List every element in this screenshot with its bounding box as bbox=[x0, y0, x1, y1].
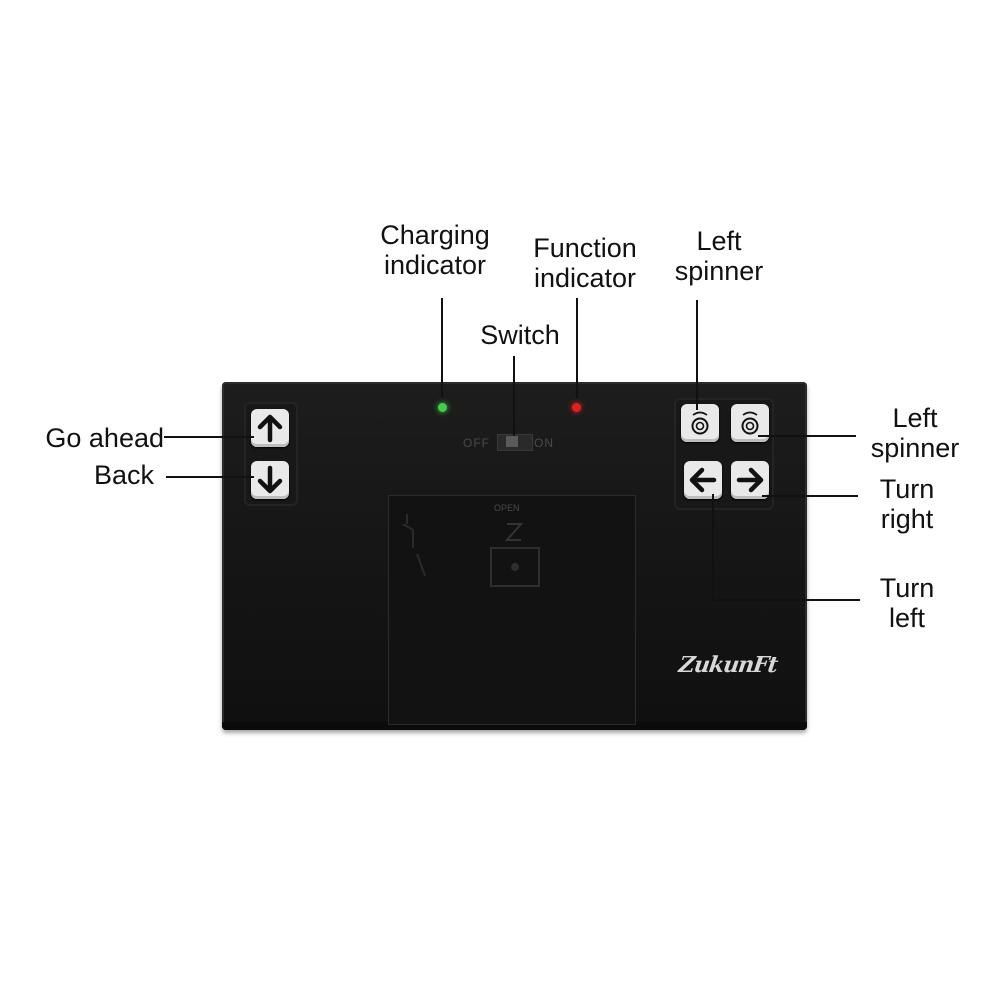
battery-cover-details bbox=[402, 514, 540, 587]
arrow-down-icon bbox=[257, 465, 283, 494]
back-button[interactable] bbox=[251, 461, 289, 499]
battery-cover bbox=[388, 495, 636, 725]
back-callout-line bbox=[166, 476, 254, 478]
turn-left-callout-horizontal bbox=[712, 599, 860, 601]
arrow-up-icon bbox=[257, 414, 283, 443]
left-spinner-top-callout-line bbox=[696, 300, 698, 410]
charging-indicator-label: Charging indicator bbox=[380, 220, 490, 280]
function-indicator-label: Function indicator bbox=[533, 233, 637, 293]
spinner-icon bbox=[741, 411, 759, 435]
turn-right-label: Turn right bbox=[879, 474, 935, 534]
left-spinner-right-callout-line bbox=[758, 435, 856, 437]
turn-left-label: Turn left bbox=[879, 573, 935, 633]
go-ahead-label: Go ahead bbox=[45, 423, 164, 453]
go-ahead-callout-line bbox=[164, 436, 254, 438]
turn-right-callout-line bbox=[762, 495, 858, 497]
go-ahead-button[interactable] bbox=[251, 409, 289, 447]
back-label: Back bbox=[93, 460, 154, 490]
turn-right-button[interactable] bbox=[731, 461, 769, 499]
charging-callout-line bbox=[441, 298, 443, 398]
charging-led bbox=[438, 403, 447, 412]
battery-open-text: OPEN bbox=[494, 503, 520, 513]
turn-left-callout-vertical bbox=[712, 494, 714, 601]
power-switch[interactable] bbox=[506, 436, 518, 447]
spinner-icon bbox=[691, 411, 709, 435]
arrow-left-icon bbox=[689, 467, 717, 493]
left-spinner-right-label: Left spinner bbox=[870, 403, 960, 463]
switch-on-text: ON bbox=[534, 436, 554, 450]
switch-off-text: OFF bbox=[463, 436, 490, 450]
left-spinner-top-label: Left spinner bbox=[674, 226, 764, 286]
function-led bbox=[572, 403, 581, 412]
remote-bottom-edge bbox=[222, 722, 807, 730]
arrow-right-icon bbox=[736, 467, 764, 493]
left-spinner-button-1[interactable] bbox=[681, 404, 719, 442]
switch-label: Switch bbox=[480, 320, 560, 350]
function-callout-line bbox=[576, 298, 578, 398]
switch-callout-line bbox=[513, 356, 515, 436]
turn-left-button[interactable] bbox=[684, 461, 722, 499]
brand-logo: ZukunFt bbox=[677, 652, 779, 678]
